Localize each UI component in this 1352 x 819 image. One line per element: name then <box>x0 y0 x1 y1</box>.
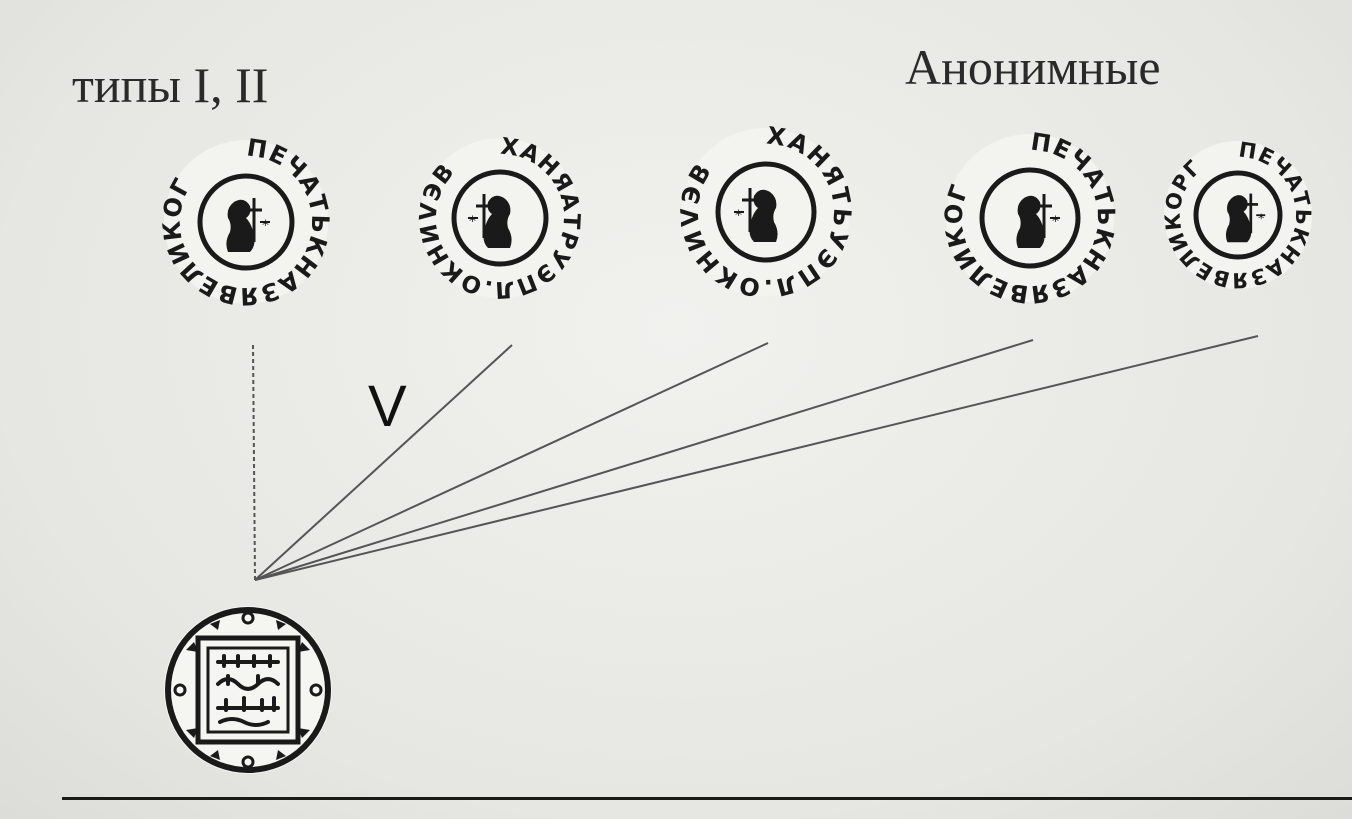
calligraphy-icon <box>216 654 280 727</box>
label-v: V <box>368 374 407 439</box>
coin-2: ХАНЯАТРУЭПЛ.ОКНИVЭВ <box>415 134 583 303</box>
label-types: типы I, II <box>72 57 269 113</box>
connector-lines <box>252 335 1259 581</box>
islamic-coin <box>164 606 332 774</box>
coin-3: ХАНЯТЬУЭПЛ.ОКНИVЭВ <box>676 121 855 302</box>
label-anonymous: Анонимные <box>905 39 1161 95</box>
bottom-rule <box>62 797 1352 800</box>
coin-1: ПЕЧАТЬКНАЗЯВЕЛИКОГ <box>157 133 333 310</box>
coin-4: ПЕЧАТЬКНАЗЯВЕЛИКОГ <box>939 127 1119 308</box>
ornament-icon <box>173 611 323 769</box>
coin-5: ПЕЧАТЬКНАЗЯВЕЛИКОРГ <box>1160 137 1314 292</box>
